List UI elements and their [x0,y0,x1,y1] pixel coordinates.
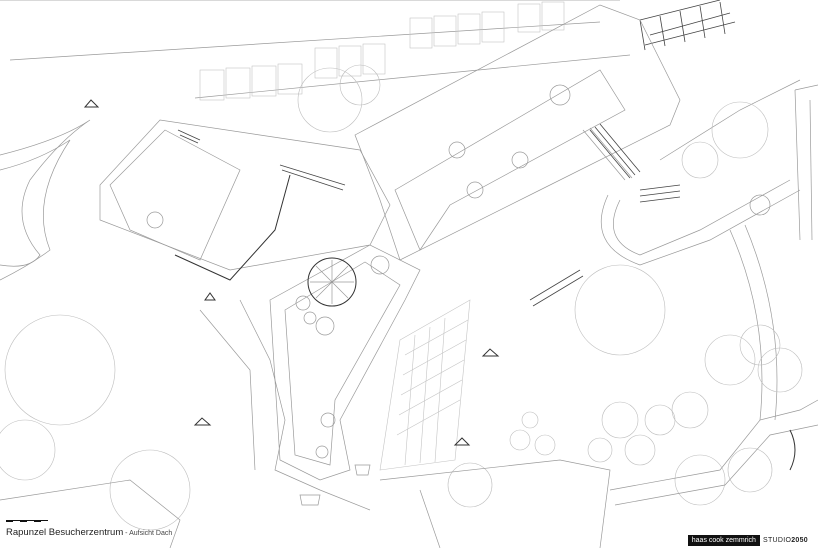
studio-label: STUDIO2050 [763,537,808,544]
right-edge [794,84,818,241]
studio-number: 2050 [791,537,808,544]
paved-grid [639,0,736,51]
left-path [0,119,371,511]
level-marker-triangle [83,99,500,446]
central-roof [269,244,421,481]
brand-logo: haas cook zemmrich STUDIO2050 [687,535,808,546]
firm-name: haas cook zemmrich [687,535,760,546]
drawing-title-separator: - [123,530,130,537]
lower-right-terrace [0,399,818,548]
studio-prefix: STUDIO [762,537,792,544]
scale-bar [6,520,48,525]
stairs-right [529,123,681,307]
plaza-paving [379,299,471,471]
drawing-title-main: Rapunzel Besucherzentrum [6,527,124,538]
parking-area [0,0,631,133]
curved-path [600,79,801,421]
trees [0,101,803,531]
drawing-subtitle: Aufsicht Dach [129,530,173,537]
left-roof-volume [99,119,391,281]
drawing-title: Rapunzel Besucherzentrum - Aufsicht Dach [6,527,172,538]
upper-roof-volume [354,4,681,261]
